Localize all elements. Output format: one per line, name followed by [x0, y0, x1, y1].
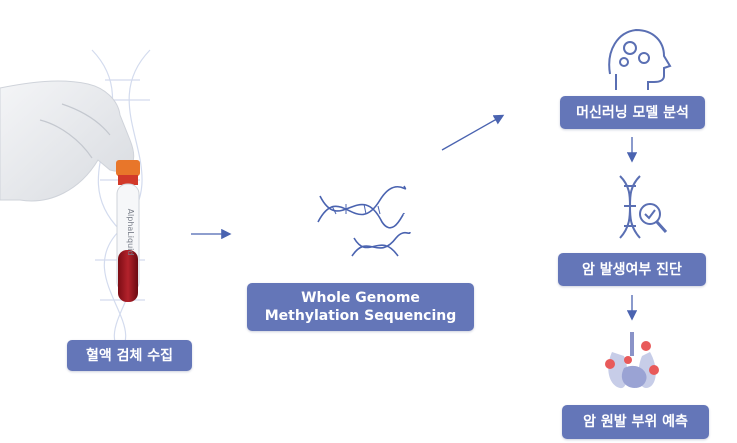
dna-double-helix-icon — [317, 185, 411, 257]
step-text-wgms-line1: Whole Genome — [301, 290, 420, 306]
step-label-blood-collection: 혈액 검체 수집 — [67, 340, 192, 371]
step-label-wgms: Whole Genome Methylation Sequencing — [247, 283, 474, 331]
brain-gears-icon — [608, 28, 672, 90]
step-label-origin-prediction: 암 원발 부위 예측 — [562, 405, 709, 439]
step-text-blood-collection: 혈액 검체 수집 — [85, 347, 174, 364]
step-text-wgms-line2: Methylation Sequencing — [264, 308, 457, 324]
arrow-wgms-to-ml — [441, 114, 505, 151]
tube-brand-text: AlphaLiquid — [126, 209, 135, 256]
dna-magnifier-icon — [619, 175, 668, 239]
blood-tube-icon: AlphaLiquid — [116, 160, 140, 302]
step-text-ml-analysis: 머신러닝 모델 분석 — [576, 104, 689, 121]
organs-icon — [605, 332, 659, 389]
step-label-ml-analysis: 머신러닝 모델 분석 — [560, 96, 705, 129]
gloved-hand-icon — [0, 80, 135, 202]
step-text-cancer-diagnosis: 암 발생여부 진단 — [582, 261, 682, 278]
step-text-origin-prediction: 암 원발 부위 예측 — [583, 414, 688, 430]
step-label-cancer-diagnosis: 암 발생여부 진단 — [558, 253, 706, 286]
